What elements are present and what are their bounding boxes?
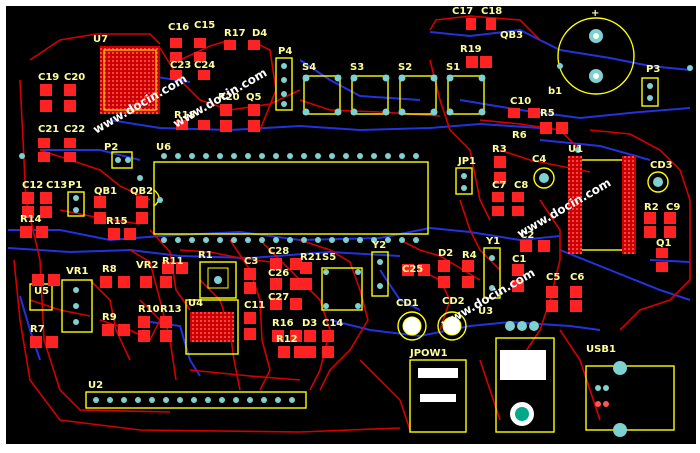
label-p2: P2 [104,142,118,153]
label-vr1: VR1 [66,266,88,277]
label-r13: R13 [160,304,182,315]
u1-left-pins [568,156,582,254]
label-r9: R9 [102,312,117,323]
label-s5: S5 [322,252,336,263]
label-c7: C7 [492,180,506,191]
label-usb1: USB1 [586,344,616,355]
label-c13: C13 [46,180,67,191]
label-r20: R20 [218,92,240,103]
label-s3: S3 [350,62,364,73]
label-s2: S2 [398,62,412,73]
label-r2: R2 [644,202,659,213]
label-c8: C8 [514,180,528,191]
label-c18: C18 [481,6,502,17]
label-u2: U2 [88,380,103,391]
label-vr2: VR2 [136,260,158,271]
label-c15: C15 [194,20,215,31]
smd-pads [20,18,676,358]
label-c11: C11 [244,300,265,311]
label-jpow1: JPOW1 [409,348,448,359]
label-s1: S1 [446,62,460,73]
label-r11: R11 [162,256,184,267]
label-c16: C16 [168,22,189,33]
label-c14: C14 [322,318,343,329]
label-c3: C3 [244,256,258,267]
label-qb1: QB1 [94,186,117,197]
label-cd1: CD1 [396,298,419,309]
label-c2: C2 [520,230,534,241]
label-p4: P4 [278,46,292,57]
label-p3: P3 [646,64,660,75]
through-hole-parts [207,29,663,437]
label-r3: R3 [492,144,507,155]
label-c17: C17 [452,6,473,17]
label-cd3: CD3 [650,160,673,171]
battery-plus-sign: + [591,8,599,19]
label-r21: R21 [300,252,322,263]
label-d2: D2 [438,248,453,259]
label-qb3: QB3 [500,30,523,41]
label-b1: b1 [548,86,562,97]
label-u6: U6 [156,142,171,153]
label-r1: R1 [198,250,213,261]
usb-shield-pad-bottom [613,423,627,437]
label-r8: R8 [102,264,117,275]
label-jp1: JP1 [457,156,476,167]
label-c21: C21 [38,124,59,135]
label-p1: P1 [68,180,82,191]
vias [19,63,693,403]
label-c25: C25 [402,264,423,275]
u4-pin-field [190,312,234,342]
label-d4: D4 [252,28,267,39]
label-c19: C19 [38,72,59,83]
label-c24: C24 [194,60,215,71]
label-c26: C26 [268,268,289,279]
label-r14: R14 [20,214,42,225]
label-u7: U7 [93,34,108,45]
label-c28: C28 [268,246,289,257]
label-cd2: CD2 [442,296,465,307]
label-c1: C1 [512,254,526,265]
label-c22: C22 [64,124,85,135]
label-r10: R10 [138,304,160,315]
usb-shield-pad-top [613,361,627,375]
label-c4-top: C4 [532,154,546,165]
label-r17: R17 [224,28,246,39]
label-r5: R5 [540,108,555,119]
label-c9: C9 [666,202,680,213]
regulator-body [500,350,546,380]
label-r4: R4 [462,250,477,261]
label-r19: R19 [460,44,482,55]
label-u5: U5 [34,286,49,297]
label-q1: Q1 [656,238,672,249]
label-q5: Q5 [246,92,262,103]
label-c12: C12 [22,180,43,191]
label-r6: R6 [512,130,527,141]
label-c20: C20 [64,72,85,83]
label-u3: U3 [478,306,493,317]
label-r7: R7 [30,324,45,335]
label-r18: R18 [174,110,196,121]
u7-pin-field [100,46,160,114]
label-y1: Y1 [485,236,500,247]
label-s4: S4 [302,62,316,73]
label-c27: C27 [268,292,289,303]
ic-pin-fields [100,46,636,342]
component-labels: U7 C16 C15 R17 D4 P4 C17 C18 QB3 R19 C19… [20,6,680,391]
label-c23: C23 [170,60,191,71]
label-d3: D3 [302,318,317,329]
label-c5: C5 [546,272,560,283]
label-c10: C10 [510,96,531,107]
label-r15: R15 [106,216,128,227]
label-u1: U1 [568,144,583,155]
u1-right-pins [622,156,636,254]
label-r16: R16 [272,318,294,329]
label-u4: U4 [188,298,203,309]
label-y2: Y2 [371,240,386,251]
label-c6: C6 [570,272,584,283]
label-r12: R12 [276,334,298,345]
label-qb2: QB2 [130,186,153,197]
